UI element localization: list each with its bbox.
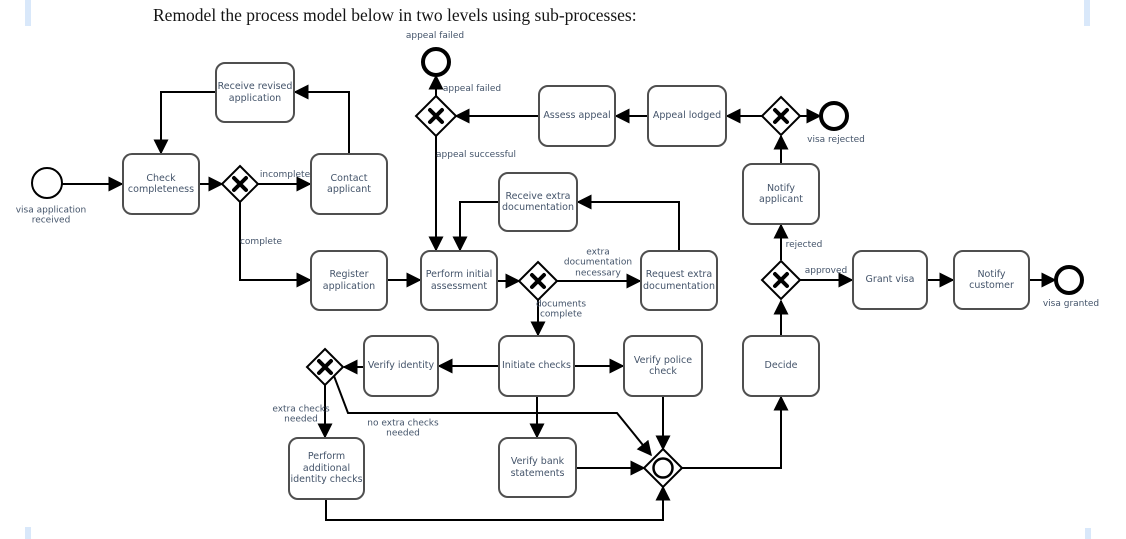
gateway-checks-join-inclusive — [642, 447, 684, 489]
label-end-visa-rejected: visa rejected — [807, 134, 865, 145]
flow-receive-revised-to-check — [153, 91, 215, 155]
task-verify-bank-statements: Verify bank statements — [498, 437, 577, 498]
label-appeal-failed: appeal failed — [442, 83, 502, 94]
margin-marker-top-right — [1084, 0, 1090, 26]
label-extra-documentation-necessary: extra documentation necessary — [563, 247, 633, 279]
label-approved: approved — [804, 265, 848, 276]
end-event-visa-rejected-circle — [819, 101, 849, 131]
task-initiate-checks: Initiate checks — [498, 335, 575, 397]
task-check-completeness: Check completeness — [122, 153, 200, 215]
gateway-appeal-outcome-xor — [414, 94, 458, 138]
task-verify-identity: Verify identity — [363, 335, 439, 397]
task-assess-appeal: Assess appeal — [538, 85, 616, 147]
label-start-event: visa application received — [15, 205, 87, 226]
task-request-extra-documentation: Request extra documentation — [640, 250, 718, 311]
label-documents-complete: documents complete — [535, 299, 587, 320]
task-receive-extra-documentation: Receive extra documentation — [498, 172, 578, 232]
label-complete: complete — [239, 236, 283, 247]
start-event-circle — [31, 167, 63, 199]
flow-perform-additional-to-join-gateway — [325, 485, 671, 521]
margin-marker-bottom-right — [1085, 528, 1091, 539]
end-event-appeal-failed-circle — [421, 47, 451, 77]
flow-no-extra-checks-to-join-gateway — [333, 375, 652, 457]
task-appeal-lodged: Appeal lodged — [647, 85, 727, 147]
gateway-approve-reject-xor — [760, 259, 802, 301]
label-end-appeal-failed: appeal failed — [405, 30, 465, 41]
task-perform-additional-identity-checks: Perform additional identity checks — [288, 437, 365, 500]
task-perform-initial-assessment: Perform initial assessment — [420, 250, 498, 311]
task-verify-police-check: Verify police check — [623, 335, 703, 397]
task-grant-visa: Grant visa — [852, 250, 928, 310]
label-incomplete: incomplete — [259, 169, 311, 180]
flow-contact-to-receive-revised — [293, 84, 350, 153]
label-appeal-successful: appeal successful — [436, 149, 516, 160]
flow-receive-extra-doc-to-initial-assessment — [452, 201, 498, 252]
task-contact-applicant: Contact applicant — [310, 153, 388, 215]
task-notify-applicant: Notify applicant — [742, 163, 820, 225]
task-receive-revised-application: Receive revised application — [215, 62, 295, 123]
margin-marker-bottom-left — [25, 527, 31, 539]
flow-request-to-receive-extra-doc — [576, 194, 680, 250]
label-extra-checks-needed: extra checks needed — [272, 404, 330, 425]
task-notify-customer: Notify customer — [953, 250, 1030, 310]
label-end-visa-granted: visa granted — [1042, 298, 1100, 309]
task-register-application: Register application — [310, 250, 388, 311]
gateway-reject-or-appeal-xor — [760, 95, 802, 137]
exercise-title: Remodel the process model below in two l… — [153, 5, 637, 25]
label-no-extra-checks-needed: no extra checks needed — [367, 418, 439, 439]
gateway-completeness-xor — [220, 164, 260, 204]
task-decide: Decide — [742, 335, 820, 397]
flow-complete-to-register — [239, 202, 312, 288]
end-event-visa-granted-circle — [1054, 265, 1084, 295]
gateway-extra-checks-xor — [305, 347, 345, 387]
label-rejected: rejected — [785, 239, 823, 250]
margin-marker-top-left — [25, 0, 31, 26]
flow-join-gateway-to-decide — [682, 395, 789, 469]
gateway-assessment-xor — [517, 260, 559, 302]
